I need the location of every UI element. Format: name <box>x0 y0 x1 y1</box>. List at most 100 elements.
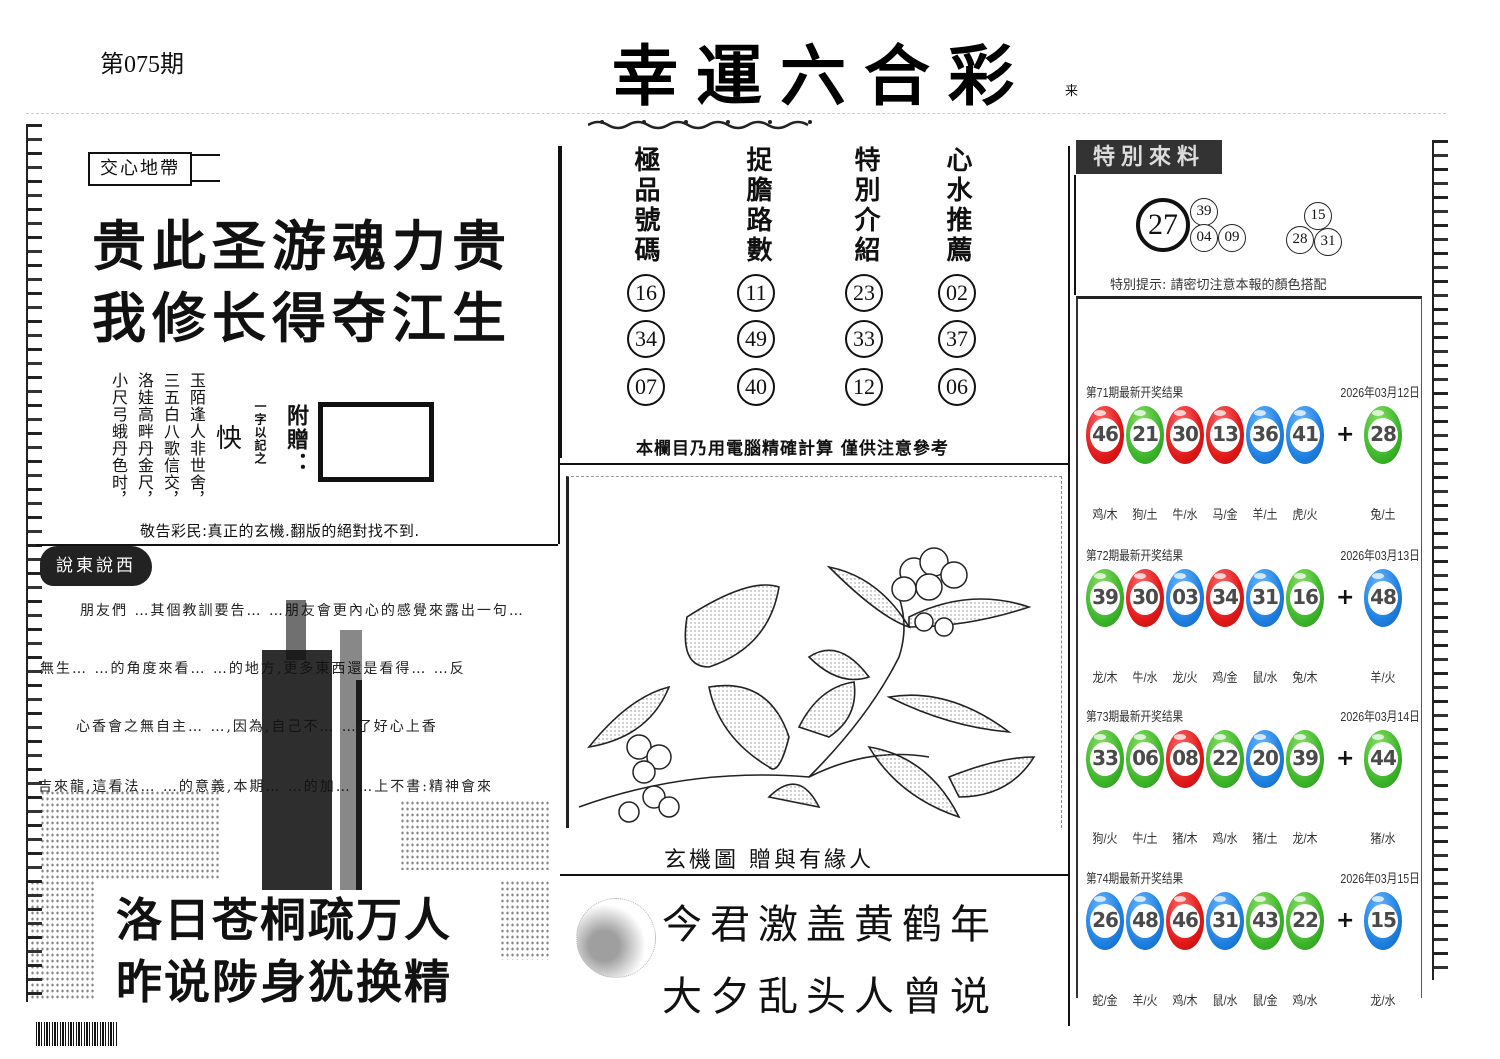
lottery-ball: 26 <box>1086 892 1124 950</box>
special-number: 31 <box>1314 228 1342 256</box>
zodiac-label: 狗/火 <box>1092 831 1118 846</box>
right-vine-border <box>1432 140 1448 980</box>
story-tag: 說東說西 <box>40 546 152 586</box>
zodiac-label: 鸡/金 <box>1212 670 1238 685</box>
zodiac-label: 牛/水 <box>1172 507 1198 522</box>
draw-date: 2026年03月12日 <box>1340 385 1420 400</box>
vine-ornament-icon <box>588 120 812 130</box>
lottery-ball: 30 <box>1166 406 1204 464</box>
lottery-ball: 06 <box>1126 730 1164 788</box>
zodiac-label: 龙/木 <box>1092 670 1118 685</box>
lottery-ball: 43 <box>1246 892 1284 950</box>
verse-column: 三五白八歌信交， <box>161 372 180 508</box>
zodiac-label: 鸡/木 <box>1092 507 1118 522</box>
lottery-ball: 34 <box>1206 569 1244 627</box>
lottery-ball: 22 <box>1206 730 1244 788</box>
top-divider <box>26 113 1446 115</box>
attach-label: 附贈： <box>283 404 309 476</box>
lottery-ball: 39 <box>1286 730 1324 788</box>
number-circle: 06 <box>938 368 976 406</box>
plus-icon: + <box>1336 585 1355 610</box>
number-circle: 34 <box>627 320 665 358</box>
zodiac-label: 虎/火 <box>1292 507 1318 522</box>
zodiac-label: 龙/水 <box>1370 993 1396 1008</box>
scan-noise <box>40 790 220 880</box>
number-circle: 33 <box>845 320 883 358</box>
number-circle: 07 <box>627 368 665 406</box>
center-divider-top <box>560 463 1070 465</box>
zodiac-label: 龙/木 <box>1292 831 1318 846</box>
scan-artifact <box>262 650 332 890</box>
left-divider <box>36 544 558 546</box>
column-header: 極品號碼 <box>630 146 660 266</box>
lottery-ball: 48 <box>1126 892 1164 950</box>
draw-title: 第74期最新开奖结果 <box>1086 871 1184 886</box>
zodiac-label: 牛/土 <box>1132 831 1158 846</box>
lottery-ball: 46 <box>1086 406 1124 464</box>
lottery-ball: 31 <box>1206 892 1244 950</box>
lottery-ball: 22 <box>1286 892 1324 950</box>
verse-column: 洛娃高畔丹金尺， <box>135 372 154 508</box>
number-circle: 02 <box>938 274 976 312</box>
column-header: 心水推薦 <box>942 146 972 266</box>
section-ribbon: 交心地帶 <box>60 146 220 188</box>
lottery-ball: 36 <box>1246 406 1284 464</box>
zodiac-label: 马/金 <box>1212 507 1238 522</box>
riddle-char: 怏 <box>216 424 243 454</box>
zodiac-label: 猪/水 <box>1370 831 1396 846</box>
scan-noise <box>400 800 550 870</box>
results-box <box>1076 296 1422 998</box>
zodiac-label: 兔/土 <box>1370 507 1396 522</box>
special-ball: 44 <box>1364 730 1402 788</box>
draw-title: 第73期最新开奖结果 <box>1086 709 1184 724</box>
scan-artifact <box>286 600 306 660</box>
special-left-border <box>1074 175 1076 295</box>
issue-number: 第075期 <box>100 52 184 78</box>
number-circle: 40 <box>737 368 775 406</box>
center-left-border <box>560 146 562 458</box>
lottery-ball: 21 <box>1126 406 1164 464</box>
warning-text: 敬告彩民:真正的玄機.翻版的絕對找不到. <box>140 522 420 540</box>
special-tag: 特別來料 <box>1076 140 1222 174</box>
special-number: 39 <box>1190 198 1218 226</box>
ribbon-tail-icon <box>192 154 220 182</box>
illustration-caption: 玄機圖 贈與有緣人 <box>664 848 874 873</box>
center-divider-bottom <box>560 874 1070 876</box>
lottery-ball: 39 <box>1086 569 1124 627</box>
special-hint: 特別提示: 請密切注意本報的顏色搭配 <box>1110 278 1327 293</box>
draw-date: 2026年03月14日 <box>1340 709 1420 724</box>
story-poem-line-2: 昨说陟身犹换精 <box>116 955 452 1009</box>
draw-result: 第73期最新开奖结果 2026年03月14日 33 06 08 22 20 39… <box>1086 706 1420 856</box>
special-number: 04 <box>1190 224 1218 252</box>
number-circle: 11 <box>737 274 775 312</box>
zodiac-label: 猪/土 <box>1252 831 1278 846</box>
draw-result: 第72期最新开奖结果 2026年03月13日 39 30 03 34 31 16… <box>1086 545 1420 695</box>
lottery-ball: 20 <box>1246 730 1284 788</box>
plus-icon: + <box>1336 422 1355 447</box>
special-ball: 28 <box>1364 406 1402 464</box>
column-header: 特別介紹 <box>850 146 880 266</box>
lottery-ball: 46 <box>1166 892 1204 950</box>
masthead-title: 幸運六合彩 <box>612 37 1032 115</box>
special-number: 09 <box>1218 224 1246 252</box>
zodiac-label: 鼠/金 <box>1252 993 1278 1008</box>
main-number: 27 <box>1136 198 1190 252</box>
zodiac-label: 鸡/水 <box>1212 831 1238 846</box>
number-circle: 16 <box>627 274 665 312</box>
left-vine-border <box>26 124 42 1002</box>
zodiac-label: 鼠/水 <box>1252 670 1278 685</box>
yin-yang-icon <box>576 898 656 978</box>
column-header: 捉膽路數 <box>742 146 772 266</box>
camellia-branch-icon <box>578 547 1036 823</box>
poem-line-2: 我修长得夺江生 <box>92 286 512 350</box>
zodiac-label: 鸡/水 <box>1292 993 1318 1008</box>
lottery-ball: 30 <box>1126 569 1164 627</box>
draw-result: 第74期最新开奖结果 2026年03月15日 26 48 46 31 43 22… <box>1086 868 1420 1018</box>
attach-box <box>318 402 434 482</box>
center-poem-line-2: 大夕乱头人曾说 <box>662 974 998 1020</box>
plus-icon: + <box>1336 908 1355 933</box>
draw-result: 第71期最新开奖结果 2026年03月12日 46 21 30 13 36 41… <box>1086 382 1420 532</box>
number-circle: 12 <box>845 368 883 406</box>
lottery-ball: 13 <box>1206 406 1244 464</box>
masthead-sub: 来 <box>1064 84 1078 99</box>
